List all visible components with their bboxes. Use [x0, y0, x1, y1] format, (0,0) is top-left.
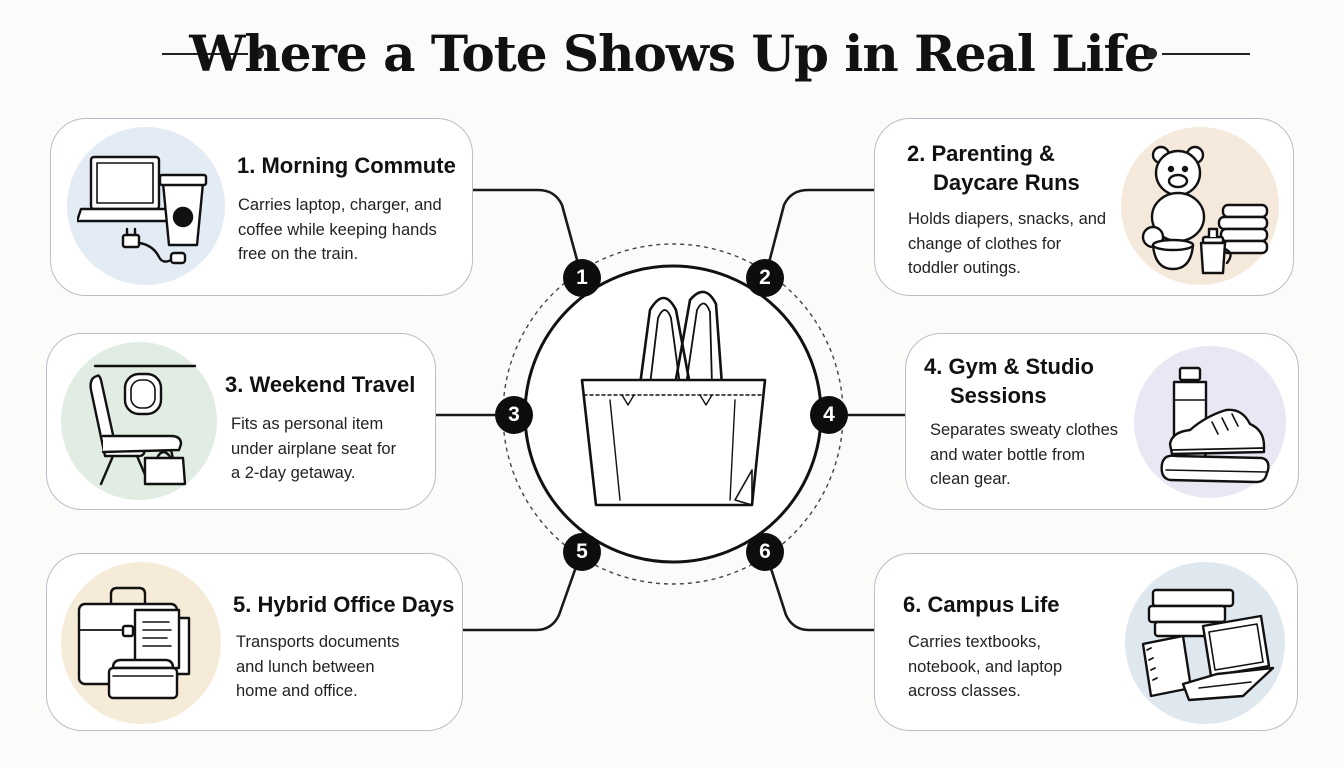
- card-6-desc-line: Carries textbooks,: [908, 633, 1041, 651]
- card-3-number: 3: [225, 372, 238, 397]
- card-4-desc-line: clean gear.: [930, 470, 1011, 488]
- card-3-desc-line: Fits as personal item: [231, 415, 384, 433]
- title-rule-right: [1162, 53, 1250, 55]
- card-4-title: 4. Gym & Studio Sessions: [924, 354, 1094, 408]
- card-2-desc-line: change of clothes for: [908, 234, 1062, 253]
- card-3-icon-backdrop: [61, 342, 217, 500]
- tote-bag-icon: [580, 290, 767, 507]
- badge-1: 1: [563, 259, 601, 297]
- badge-6: 6: [746, 533, 784, 571]
- card-6-number: 6: [903, 592, 916, 617]
- card-3-desc-line: under airplane seat for: [231, 439, 397, 458]
- card-1-description: Carries laptop, charger, and coffee whil…: [238, 193, 442, 267]
- use-case-card-6: 6. Campus Life Carries textbooks, notebo…: [874, 553, 1298, 731]
- connector-1: [470, 188, 584, 280]
- card-4-title-text: Gym & Studio: [948, 354, 1094, 379]
- card-4-desc-line: Separates sweaty clothes: [930, 421, 1119, 439]
- card-2-desc-line: toddler outings.: [908, 259, 1021, 277]
- card-3-desc-line: a 2-day getaway.: [231, 464, 356, 482]
- use-case-card-5: 5. Hybrid Office Days Transports documen…: [46, 553, 463, 731]
- card-5-desc-line: Transports documents: [236, 633, 400, 651]
- card-5-desc-line: and lunch between: [236, 657, 375, 676]
- use-case-card-4: 4. Gym & Studio Sessions Separates sweat…: [905, 333, 1299, 510]
- card-2-title-line2: Daycare Runs: [933, 170, 1080, 195]
- card-6-title-text: Campus Life: [927, 592, 1060, 617]
- card-2-title: 2. Parenting & Daycare Runs: [907, 141, 1080, 195]
- card-3-title-text: Weekend Travel: [249, 372, 416, 397]
- connector-5: [461, 548, 584, 632]
- title-dot-left: [253, 48, 264, 59]
- card-3-description: Fits as personal item under airplane sea…: [231, 412, 396, 486]
- airplane-seat-icon: [89, 364, 197, 486]
- briefcase-documents-lunchbox-icon: [77, 586, 191, 700]
- sneaker-water-bottle-icon: [1160, 366, 1270, 484]
- card-4-number: 4: [924, 354, 937, 379]
- card-1-number: 1: [237, 153, 250, 178]
- teddy-bear-baby-items-icon: [1141, 145, 1269, 275]
- badge-3: 3: [495, 396, 533, 434]
- use-case-card-3: 3. Weekend Travel Fits as personal item …: [46, 333, 436, 510]
- badge-5: 5: [563, 533, 601, 571]
- card-5-desc-line: home and office.: [236, 682, 358, 700]
- use-case-card-2: 2. Parenting & Daycare Runs Holds diaper…: [874, 118, 1294, 296]
- use-case-card-1: 1. Morning Commute Carries laptop, charg…: [50, 118, 473, 296]
- card-1-desc-line: free on the train.: [238, 245, 359, 263]
- card-6-desc-line: notebook, and laptop: [908, 657, 1063, 676]
- card-1-title-text: Morning Commute: [261, 153, 456, 178]
- card-2-description: Holds diapers, snacks, and change of clo…: [908, 207, 1106, 281]
- card-6-desc-line: across classes.: [908, 682, 1021, 700]
- card-5-number: 5: [233, 592, 246, 617]
- card-5-title: 5. Hybrid Office Days: [233, 592, 455, 617]
- title-dot-right: [1146, 48, 1157, 59]
- badge-4: 4: [810, 396, 848, 434]
- page-title: Where a Tote Shows Up in Real Life: [189, 24, 1156, 83]
- card-1-desc-line: Carries laptop, charger, and: [238, 196, 442, 214]
- card-6-description: Carries textbooks, notebook, and laptop …: [908, 630, 1062, 704]
- card-5-title-text: Hybrid Office Days: [257, 592, 455, 617]
- badge-2: 2: [746, 259, 784, 297]
- card-4-description: Separates sweaty clothes and water bottl…: [930, 418, 1118, 492]
- title-row: Where a Tote Shows Up in Real Life: [0, 18, 1344, 88]
- card-2-desc-line: Holds diapers, snacks, and: [908, 210, 1107, 228]
- card-1-desc-line: coffee while keeping hands: [238, 220, 437, 239]
- connector-2: [763, 188, 876, 280]
- title-rule-left: [162, 53, 248, 55]
- books-notebook-laptop-icon: [1141, 588, 1275, 702]
- card-4-desc-line: and water bottle from: [930, 445, 1085, 464]
- laptop-coffee-charger-icon: [77, 155, 208, 265]
- connector-6: [763, 548, 876, 632]
- card-4-title-line2: Sessions: [950, 383, 1047, 408]
- card-6-title: 6. Campus Life: [903, 592, 1060, 617]
- card-1-title: 1. Morning Commute: [237, 153, 456, 178]
- card-2-number: 2: [907, 141, 920, 166]
- card-2-title-text: Parenting &: [931, 141, 1055, 166]
- card-3-title: 3. Weekend Travel: [225, 372, 416, 397]
- card-5-description: Transports documents and lunch between h…: [236, 630, 400, 704]
